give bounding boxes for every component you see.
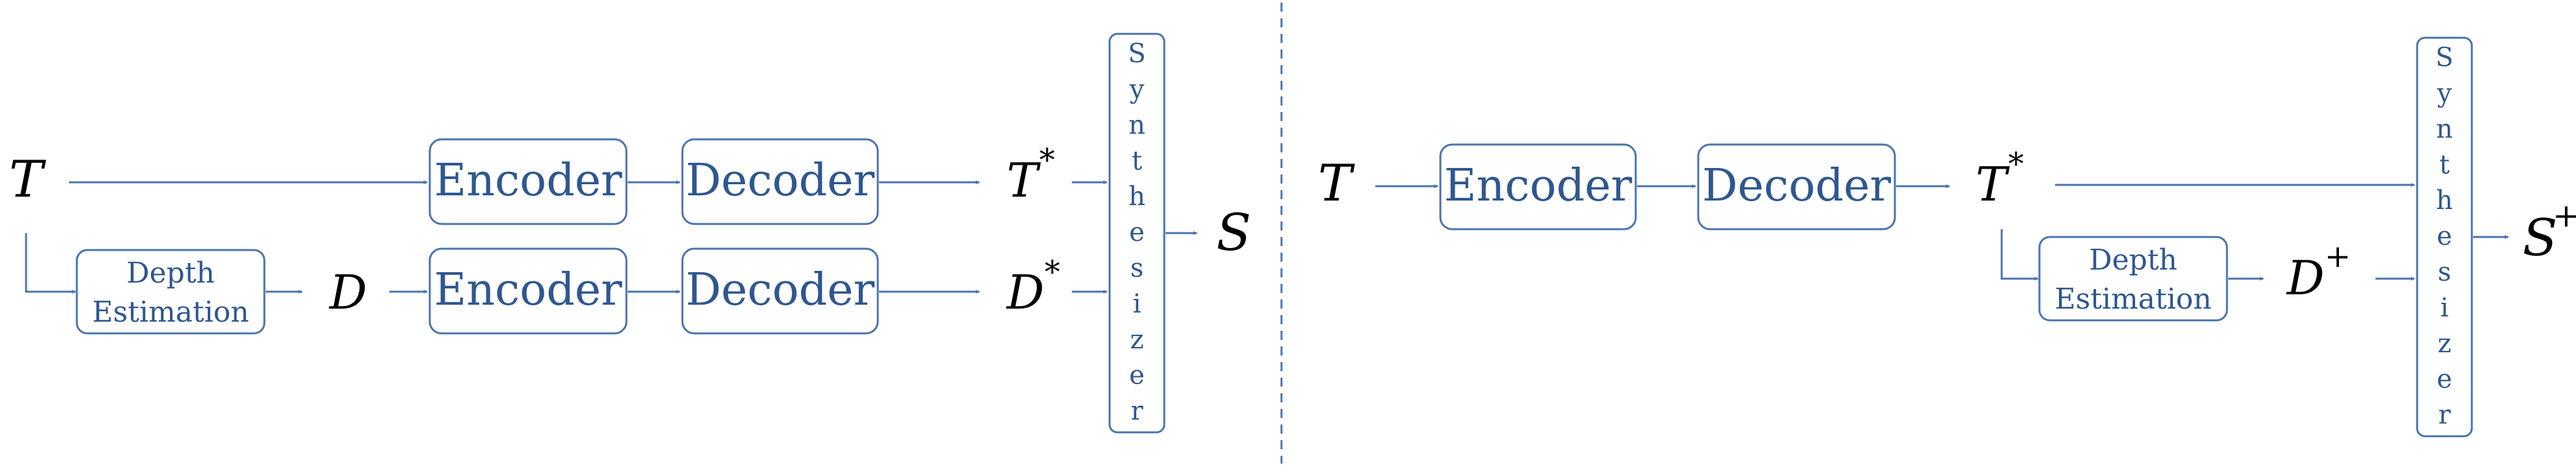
right-decoder: Decoder — [1697, 143, 1896, 230]
left-d-star-base: D — [1005, 265, 1044, 320]
left-depth-estimation-box: Depth Estimation — [76, 249, 266, 335]
left-synthesizer-letter: t — [1132, 146, 1142, 176]
right-synthesizer-letter: i — [2441, 293, 2449, 323]
right-encoder: Encoder — [1439, 143, 1637, 230]
right-s-plus-sup: + — [2553, 197, 2576, 234]
left-depth-d: D — [328, 265, 367, 320]
left-synthesizer-letter: h — [1128, 182, 1145, 212]
right-decoder-label: Decoder — [1702, 160, 1892, 212]
right-synthesizer-letter: e — [2437, 365, 2452, 395]
right-synthesizer-letter: n — [2436, 114, 2453, 144]
left-synthesizer-letter: e — [1129, 217, 1145, 247]
left-decoder-bottom-label: Decoder — [686, 264, 875, 316]
left-synthesizer-letter: z — [1130, 325, 1143, 355]
left-encoder-top-label: Encoder — [434, 155, 623, 206]
right-synthesizer-letter: s — [2438, 257, 2452, 287]
right-d-plus: D + — [2286, 238, 2351, 305]
right-synthesizer-letter: h — [2436, 186, 2453, 216]
left-encoder-bottom-label: Encoder — [434, 264, 623, 316]
right-synthesizer-letter: z — [2437, 329, 2451, 359]
left-t-star-sup: * — [1039, 142, 1055, 178]
right-synthesizer-letter: t — [2439, 150, 2450, 180]
right-input-t: T — [1318, 154, 1355, 213]
right-synthesizer-letter: r — [2438, 400, 2451, 430]
right-t-star-base: T — [1976, 157, 2010, 212]
left-synthesizer-letter: e — [1129, 361, 1145, 391]
left-synthesizer-letter: i — [1133, 289, 1141, 319]
left-decoder-top: Decoder — [681, 138, 879, 225]
right-depth-label-1: Depth — [2089, 244, 2177, 277]
left-t-star: T * — [1007, 142, 1055, 208]
left-decoder-bottom: Decoder — [681, 247, 879, 335]
left-synthesizer-letter: y — [1129, 74, 1145, 104]
right-t-star-sup: * — [2008, 146, 2024, 182]
left-output-s: S — [1216, 204, 1251, 262]
left-t-star-base: T — [1007, 153, 1041, 208]
left-depth-label-2: Estimation — [92, 296, 249, 329]
left-depth-label-1: Depth — [126, 257, 215, 290]
left-panel: T Depth Estimation D Encoder Decoder — [9, 33, 1251, 434]
left-d-star: D * — [1005, 254, 1060, 320]
right-s-plus: S + — [2523, 197, 2576, 268]
left-arrow-t-to-depth — [25, 233, 76, 294]
right-synthesizer-letter: S — [2435, 43, 2453, 73]
left-d-star-sup: * — [1044, 254, 1060, 290]
left-decoder-top-label: Decoder — [686, 155, 875, 206]
right-encoder-label: Encoder — [1444, 160, 1632, 212]
right-t-star: T * — [1976, 146, 2024, 212]
right-d-plus-base: D — [2286, 251, 2325, 305]
right-depth-label-2: Estimation — [2055, 283, 2212, 316]
right-synthesizer-letter: e — [2437, 221, 2452, 251]
left-synthesizer-letter: n — [1128, 110, 1145, 140]
right-synthesizer-letter: y — [2437, 78, 2452, 108]
right-s-plus-base: S — [2523, 209, 2557, 268]
left-synthesizer-letter: S — [1128, 39, 1145, 69]
right-d-plus-sup: + — [2325, 238, 2351, 275]
right-arrow-tstar-to-depth — [2000, 229, 2039, 281]
left-encoder-top: Encoder — [428, 138, 628, 225]
left-input-t: T — [9, 150, 46, 209]
left-synthesizer-letter: r — [1130, 397, 1143, 426]
right-depth-estimation-box: Depth Estimation — [2038, 236, 2228, 322]
left-synthesizer-letter: s — [1130, 253, 1144, 283]
left-encoder-bottom: Encoder — [428, 247, 628, 335]
right-panel: T Encoder Decoder T * Depth Estimation — [1318, 36, 2576, 438]
